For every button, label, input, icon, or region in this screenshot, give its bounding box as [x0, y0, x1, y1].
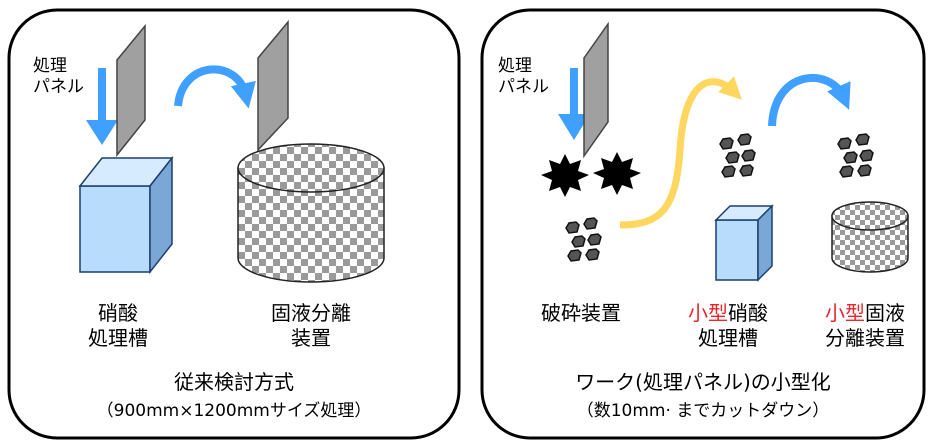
solid-liquid-separator-cylinder — [237, 143, 385, 283]
separator-label-line1: 固液分離 — [271, 301, 351, 325]
separator-label: 固液分離 装置 — [251, 301, 371, 351]
yellow-transfer-arrow-icon — [619, 76, 742, 229]
small-tank-label-line2: 処理槽 — [698, 326, 758, 350]
tank-label-line1: 硝酸 — [98, 301, 138, 325]
small-nitric-acid-tank-cube — [714, 204, 774, 282]
tank-label-line2: 処理槽 — [88, 326, 148, 350]
processing-label-right-line2: パネル — [498, 77, 549, 98]
processing-down-arrow-icon-right — [558, 68, 590, 140]
method-title: 従来検討方式 — [174, 370, 294, 394]
small-separator-label-rest: 固液 — [865, 301, 905, 325]
processing-panel-label: 処理 パネル — [33, 56, 84, 99]
method-title-right: ワーク(処理パネル)の小型化 — [575, 370, 831, 394]
small-separator-label-line2: 分離装置 — [825, 326, 905, 350]
small-solid-liquid-separator-cylinder — [831, 201, 909, 273]
crusher-label: 破砕装置 — [541, 301, 621, 325]
processing-label-right-line1: 処理 — [498, 56, 532, 76]
method-note: （900mm×1200mmサイズ処理） — [96, 401, 372, 421]
nitric-acid-tank-cube — [78, 155, 174, 275]
small-prefix-separator: 小型 — [825, 301, 865, 325]
transfer-arrow-icon — [174, 65, 256, 109]
separator-label-line2: 装置 — [291, 326, 331, 350]
method-note-right: （数10mm· までカットダウン） — [576, 401, 830, 421]
transfer-arrow-icon-right — [768, 73, 851, 127]
small-tank-label-line1: 小型硝酸 — [658, 301, 798, 326]
separator-panel-plate-icon — [257, 19, 289, 152]
small-separator-label: 小型固液 分離装置 — [800, 301, 930, 351]
small-separator-label-line1: 小型固液 — [800, 301, 930, 326]
processing-down-arrow-icon — [86, 68, 118, 145]
processing-label-line1: 処理 — [33, 56, 67, 76]
crusher-blade-icon — [541, 152, 641, 197]
panel-plate-icon-right — [583, 21, 609, 159]
small-prefix-tank: 小型 — [688, 301, 728, 325]
panel-plate-icon — [116, 23, 146, 158]
small-tank-label-rest: 硝酸 — [728, 301, 768, 325]
tank-label: 硝酸 処理槽 — [63, 301, 173, 351]
processing-panel-label-right: 処理 パネル — [498, 56, 549, 99]
processing-label-line2: パネル — [33, 77, 84, 98]
small-tank-label: 小型硝酸 処理槽 — [658, 301, 798, 351]
